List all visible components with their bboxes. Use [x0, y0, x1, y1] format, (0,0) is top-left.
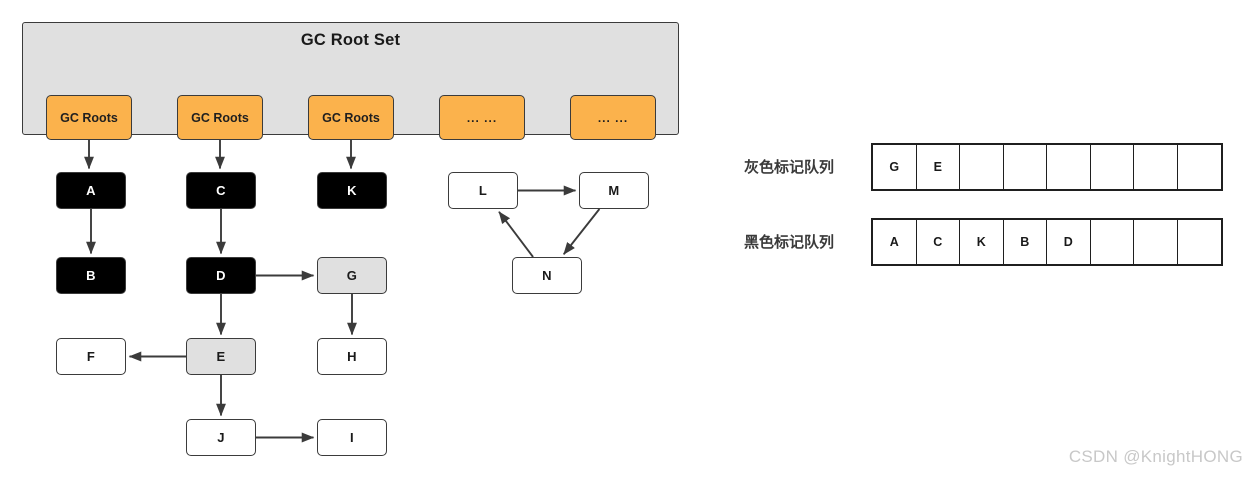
graph-node-label: N [542, 268, 552, 283]
black-mark-queue-label: 黑色标记队列 [744, 233, 835, 251]
graph-node-label: L [478, 183, 488, 198]
graph-node-label: F [86, 349, 96, 364]
graph-node-b: B [56, 257, 126, 294]
black-mark-queue-cell: K [960, 220, 1004, 264]
gray-mark-queue-cell [1090, 145, 1134, 189]
graph-node-e: E [186, 338, 256, 375]
gc-root-box-label: ... ... [466, 110, 498, 125]
edge-m-to-n [563, 208, 601, 255]
graph-node-label: A [86, 183, 96, 198]
black-mark-queue-cell [1177, 220, 1221, 264]
graph-node-label: H [347, 349, 357, 364]
black-mark-queue-cell: B [1003, 220, 1047, 264]
gc-root-box-4: ... ... [439, 95, 525, 140]
graph-node-label: D [216, 268, 226, 283]
graph-node-k: K [317, 172, 387, 209]
gc-root-set-title: GC Root Set [300, 31, 401, 49]
gc-root-box-label: GC Roots [322, 110, 380, 125]
black-mark-queue-cell: A [873, 220, 917, 264]
edge-n-to-l [498, 211, 534, 258]
gc-root-box-5: ... ... [570, 95, 656, 140]
gc-root-box-label: ... ... [597, 110, 629, 125]
gray-mark-queue-cell [1003, 145, 1047, 189]
graph-node-j: J [186, 419, 256, 456]
gray-mark-queue-cell: E [916, 145, 960, 189]
gc-root-box-label: GC Roots [60, 110, 118, 125]
graph-node-a: A [56, 172, 126, 209]
gray-mark-queue-cell: G [873, 145, 917, 189]
gray-mark-queue-label: 灰色标记队列 [744, 158, 835, 176]
graph-node-label: C [216, 183, 226, 198]
graph-node-label: K [347, 183, 357, 198]
gray-mark-queue-cell [1177, 145, 1221, 189]
black-mark-queue-cell: C [916, 220, 960, 264]
graph-node-h: H [317, 338, 387, 375]
graph-node-g: G [317, 257, 387, 294]
graph-node-f: F [56, 338, 126, 375]
black-mark-queue-cell [1090, 220, 1134, 264]
graph-node-label: M [608, 183, 620, 198]
gc-root-box-2: GC Roots [177, 95, 263, 140]
graph-node-c: C [186, 172, 256, 209]
graph-node-d: D [186, 257, 256, 294]
gray-mark-queue-cell [960, 145, 1004, 189]
graph-node-label: B [86, 268, 96, 283]
gc-root-box-3: GC Roots [308, 95, 394, 140]
graph-node-label: G [346, 268, 358, 283]
graph-node-n: N [512, 257, 582, 294]
graph-node-l: L [448, 172, 518, 209]
gray-mark-queue-cell [1134, 145, 1178, 189]
graph-node-label: J [217, 430, 225, 445]
gray-mark-queue-cell [1047, 145, 1091, 189]
black-mark-queue-cell: D [1047, 220, 1091, 264]
watermark: CSDN @KnightHONG [1068, 447, 1243, 466]
graph-node-label: E [216, 349, 226, 364]
black-mark-queue-cell [1134, 220, 1178, 264]
graph-node-i: I [317, 419, 387, 456]
gc-root-box-1: GC Roots [46, 95, 132, 140]
gc-root-box-label: GC Roots [191, 110, 249, 125]
graph-node-m: M [579, 172, 649, 209]
graph-node-label: I [350, 430, 354, 445]
